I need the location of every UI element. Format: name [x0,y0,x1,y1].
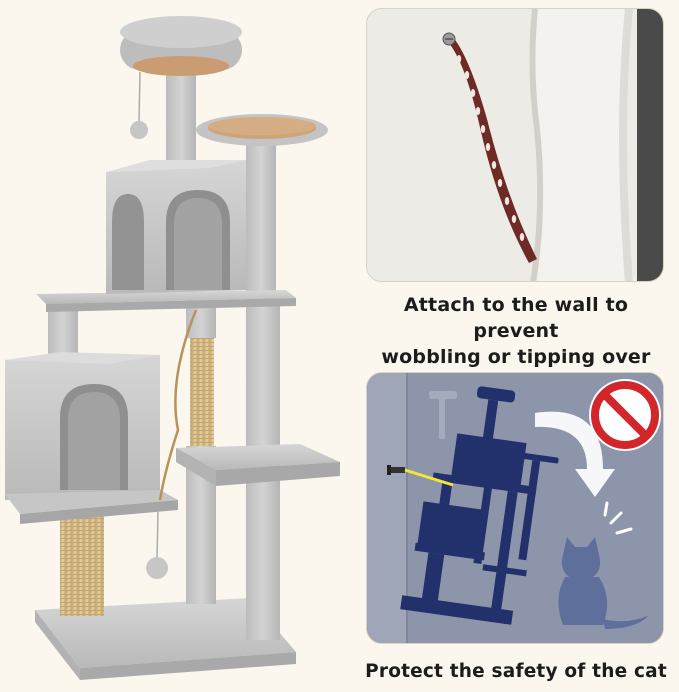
hanging-ball-top [130,121,148,139]
wall-strap-photo [367,9,663,281]
cat-tree-illustration [5,16,340,680]
cat-tree-product-image [5,16,340,680]
hanging-ball-bottom [146,557,168,579]
cat-silhouette-icon [558,537,649,629]
safety-illustration [366,372,664,644]
plush-post-upper [246,140,276,300]
sisal-post-left [60,508,104,616]
tipping-tree-silhouette [400,386,559,625]
safety-cord [404,468,454,487]
prohibition-icon [589,379,661,451]
safety-diagram [367,373,663,643]
leather-strap [445,33,537,263]
wall-anchor-icon [387,465,405,475]
plush-post-top [166,62,196,172]
wall-attach-caption-line1: Attach to the wall to prevent [403,294,629,342]
safety-caption: Protect the safety of the cat [365,661,667,682]
wall-strap-closeup [366,8,664,282]
alert-marks-icon [603,501,633,535]
step-platform [176,444,340,470]
wall-attach-caption: Attach to the wall to prevent wobbling o… [358,292,674,370]
top-perch [120,16,242,48]
sisal-post-middle [190,334,214,448]
middle-platform [36,290,296,304]
wall-attach-caption-line2: wobbling or tipping over [381,346,651,368]
